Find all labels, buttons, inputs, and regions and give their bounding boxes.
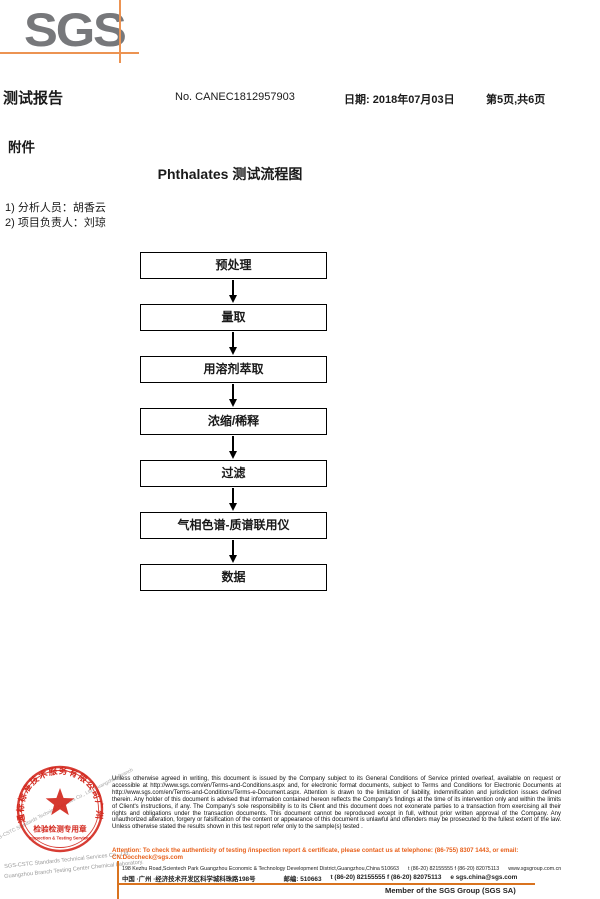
attachment-label: 附件 [8,140,35,155]
sgs-member-line: Member of the SGS Group (SGS SA) [385,886,516,895]
crop-mark-horizontal [0,52,139,54]
stamp-center-label-en: Inspection & Testing Services [29,836,92,841]
flow-step-gcms: 气相色谱-质谱联用仪 [140,512,327,539]
stamp-ring-text: 通标标准技术服务有限公司广州分公司 [6,752,105,824]
footer-rule [117,883,535,885]
crop-mark-vertical [119,0,121,63]
document-title: 测试报告 [3,90,64,107]
arrow-down-icon [228,332,237,355]
website-link: www.sgsgroup.com.cn [508,866,562,872]
address-en: 198 Kezhu Road,Scientech Park Guangzhou … [122,866,399,872]
inspection-stamp-icon: 通标标准技术服务有限公司广州分公司 检验检测专用章 Inspection & T… [6,752,106,853]
arrow-down-icon [228,436,237,459]
arrow-down-icon [228,384,237,407]
svg-text:通标标准技术服务有限公司广州分公司: 通标标准技术服务有限公司广州分公司 [6,752,106,824]
crop-mark-vertical-bottom [117,861,119,899]
phone-fax-en: t (86-20) 82155555 f (86-20) 82075113 [407,866,500,872]
report-number: No. CANEC1812957903 [175,91,295,103]
flow-step-filter: 过滤 [140,460,327,487]
star-icon [45,788,75,816]
sgs-logo: SGS [24,3,127,56]
flow-step-pretreatment: 预处理 [140,252,327,279]
flow-step-solvent-extraction: 用溶剂萃取 [140,356,327,383]
page-indicator: 第5页,共6页 [486,94,546,106]
flow-step-measure: 量取 [140,304,327,331]
attention-notice: Attention: To check the authenticity of … [112,847,519,861]
analyst-line: 1) 分析人员：胡香云 [5,202,106,214]
postcode-cn: 邮编: 510663 [283,876,322,883]
report-date: 日期: 2018年07月03日 [344,94,455,106]
address-cn: 中国 ·广州 ·经济技术开发区科学城科珠路198号 [122,876,256,883]
stamp-center-label-cn: 检验检测专用章 [33,824,87,834]
arrow-down-icon [228,280,237,303]
project-lead-line: 2) 项目负责人：刘琼 [5,217,106,229]
arrow-down-icon [228,488,237,511]
address-row-en: 198 Kezhu Road,Scientech Park Guangzhou … [122,866,562,872]
phone-fax-cn: t (86-20) 82155555 f (86-20) 82075113 [330,874,442,881]
flow-step-data: 数据 [140,564,327,591]
address-row-cn: 中国 ·广州 ·经济技术开发区科学城科珠路198号 邮编: 510663 t (… [122,874,562,883]
flow-step-concentrate-dilute: 浓缩/稀释 [140,408,327,435]
flowchart-title: Phthalates 测试流程图 [157,166,303,182]
arrow-down-icon [228,540,237,563]
email-link: e sgs.china@sgs.com [450,874,518,881]
legal-disclaimer: Unless otherwise agreed in writing, this… [112,776,561,831]
